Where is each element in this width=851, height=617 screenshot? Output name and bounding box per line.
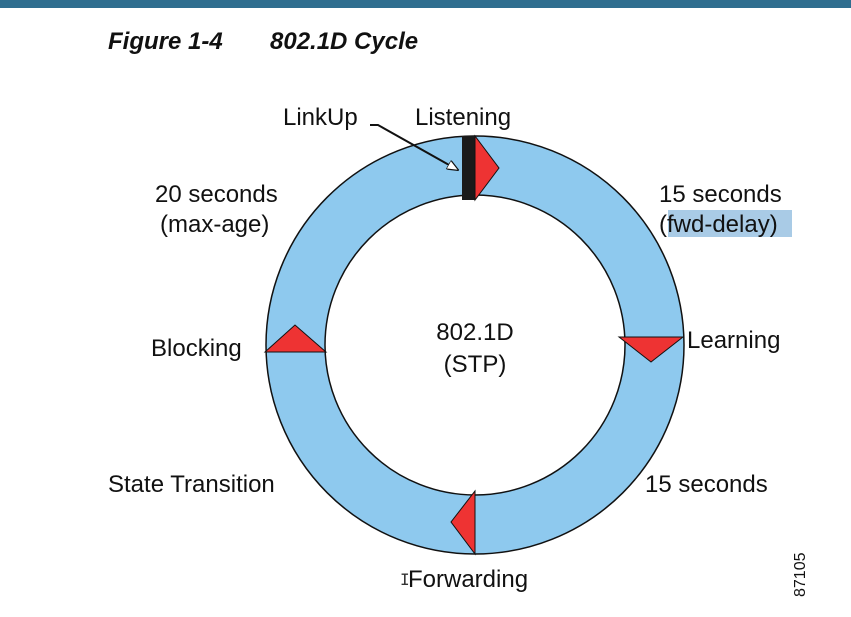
header-bar bbox=[0, 0, 851, 8]
timer-top-left-line2: (max-age) bbox=[160, 211, 269, 238]
center-label-line2: (STP) bbox=[444, 351, 507, 378]
timer-top-right-line2: (fwd-delay) bbox=[659, 211, 778, 238]
state-forwarding: Forwarding bbox=[408, 566, 528, 593]
timer-top-left-line1: 20 seconds bbox=[155, 181, 278, 208]
state-blocking: Blocking bbox=[151, 335, 242, 362]
state-learning: Learning bbox=[687, 327, 780, 354]
linkup-pointer bbox=[370, 124, 458, 170]
center-label-line1: 802.1D bbox=[436, 319, 513, 346]
figure-number: Figure 1-4 bbox=[108, 28, 223, 55]
blocking-arrow bbox=[263, 324, 328, 353]
linkup-label: LinkUp bbox=[283, 104, 358, 131]
timer-bottom-right: 15 seconds bbox=[645, 471, 768, 498]
text-cursor-icon: I bbox=[400, 570, 410, 589]
state-listening: Listening bbox=[415, 104, 511, 131]
forwarding-arrow bbox=[450, 489, 476, 556]
figure-id: 87105 bbox=[792, 552, 809, 597]
fwd-delay-highlight bbox=[668, 210, 792, 237]
learning-arrow bbox=[617, 336, 685, 363]
linkup-marker bbox=[462, 136, 475, 200]
timer-top-right-line1: 15 seconds bbox=[659, 181, 782, 208]
state-transition-label: State Transition bbox=[108, 471, 275, 498]
figure-title: 802.1D Cycle bbox=[270, 28, 419, 55]
listening-arrow bbox=[474, 134, 500, 202]
figure-caption: Figure 1-4 802.1D Cycle bbox=[108, 28, 418, 56]
